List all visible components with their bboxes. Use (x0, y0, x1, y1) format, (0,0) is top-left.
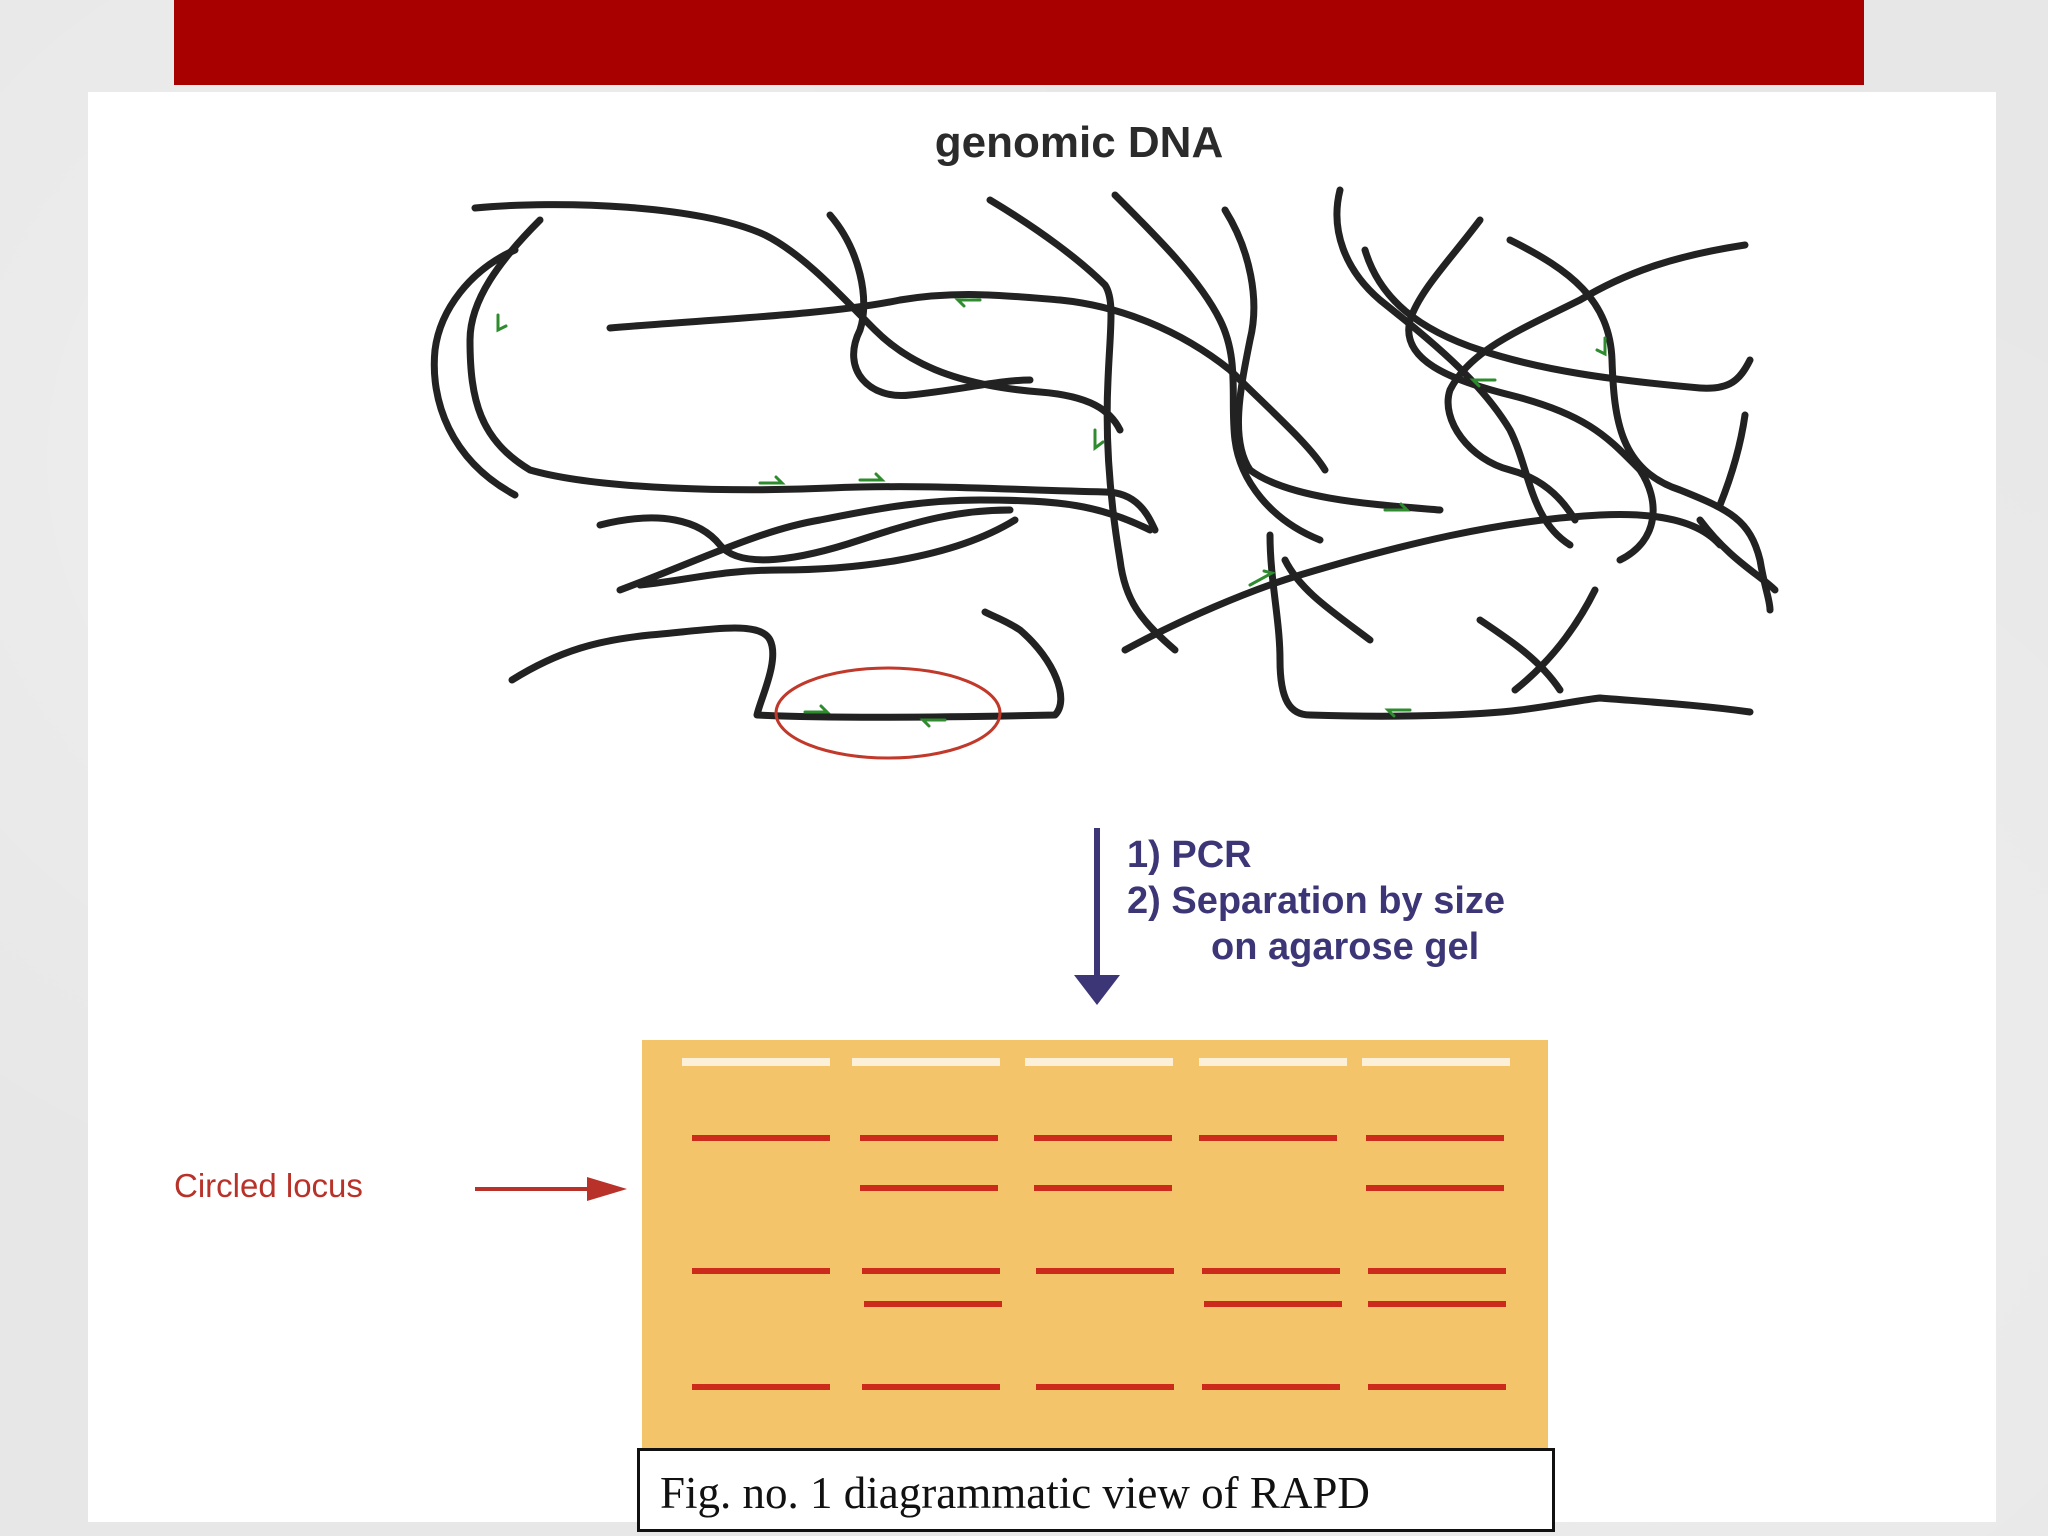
dna-strand (508, 608, 1065, 721)
dna-strand (596, 506, 1014, 564)
dna-strand (1444, 241, 1749, 524)
slide-header-bar (174, 0, 1864, 85)
primer-mark (1093, 428, 1105, 451)
dna-strand (826, 211, 1034, 400)
dna-strand (1511, 586, 1599, 694)
gel-band (692, 1384, 830, 1390)
gel-well (1362, 1058, 1510, 1066)
dna-strand (1111, 191, 1324, 544)
dna-strand (1716, 411, 1749, 509)
dna-strand (471, 201, 1124, 434)
dna-strand (1221, 206, 1444, 514)
dna-strand (1333, 186, 1574, 549)
primer-mark (1248, 569, 1277, 587)
process-arrow (1074, 828, 1120, 1005)
figure-caption: Fig. no. 1 diagrammatic view of RAPD (637, 1448, 1555, 1532)
step-separation-cont: on agarose gel (1211, 926, 1480, 968)
step-pcr: 1) PCR (1127, 834, 1252, 876)
gel-band (1204, 1301, 1342, 1307)
gel-band (862, 1384, 1000, 1390)
gel-band (1202, 1384, 1340, 1390)
primer-mark (496, 313, 508, 333)
gel-band (692, 1135, 830, 1141)
dna-strand (430, 246, 519, 499)
gel-band (1368, 1268, 1506, 1274)
dna-strand (986, 196, 1179, 654)
gel-band (860, 1135, 998, 1141)
gel-band (1202, 1268, 1340, 1274)
dna-strand (1696, 516, 1779, 594)
dna-strand (1266, 531, 1754, 720)
gel-band (864, 1301, 1002, 1307)
gel-well (1025, 1058, 1173, 1066)
process-steps: 1) PCR 2) Separation by size on agarose … (1127, 832, 1505, 970)
agarose-gel (642, 1040, 1548, 1460)
gel-well (1199, 1058, 1347, 1066)
dna-strand (1121, 511, 1724, 654)
gel-band (1368, 1301, 1506, 1307)
gel-band (1368, 1384, 1506, 1390)
primer-mark (1383, 502, 1411, 512)
circled-locus (774, 666, 1002, 760)
dna-strand (1476, 616, 1564, 694)
locus-arrow-icon (475, 1177, 627, 1201)
primer-mark (758, 475, 786, 485)
dna-strand (1361, 246, 1754, 392)
dna-strand (1506, 236, 1774, 614)
dna-strand (606, 291, 1329, 474)
primer-mark (1384, 708, 1412, 718)
primer-mark (1595, 336, 1607, 357)
step-separation: 2) Separation by size (1127, 880, 1506, 922)
genomic-dna-title: genomic DNA (934, 118, 1224, 167)
primer-mark (1469, 378, 1497, 388)
gel-band (1199, 1135, 1337, 1141)
circled-locus-label: Circled locus (174, 1167, 363, 1204)
gel-well (852, 1058, 1000, 1066)
primer-mark (803, 704, 831, 714)
gel-band (1036, 1384, 1174, 1390)
gel-well (682, 1058, 830, 1066)
gel-band (862, 1268, 1000, 1274)
dna-strand (636, 516, 1019, 589)
primer-mark (954, 298, 982, 308)
dna-strand (466, 216, 1159, 534)
dna-strand (616, 496, 1154, 594)
dna-strand (1405, 216, 1657, 564)
gel-band (1036, 1268, 1174, 1274)
primer-mark (919, 718, 947, 728)
gel-band (1366, 1185, 1504, 1191)
dna-strand (1281, 556, 1374, 644)
gel-band (1034, 1135, 1172, 1141)
gel-band (1034, 1185, 1172, 1191)
gel-band (1366, 1135, 1504, 1141)
primer-mark (858, 472, 886, 482)
gel-band (692, 1268, 830, 1274)
gel-band (860, 1185, 998, 1191)
